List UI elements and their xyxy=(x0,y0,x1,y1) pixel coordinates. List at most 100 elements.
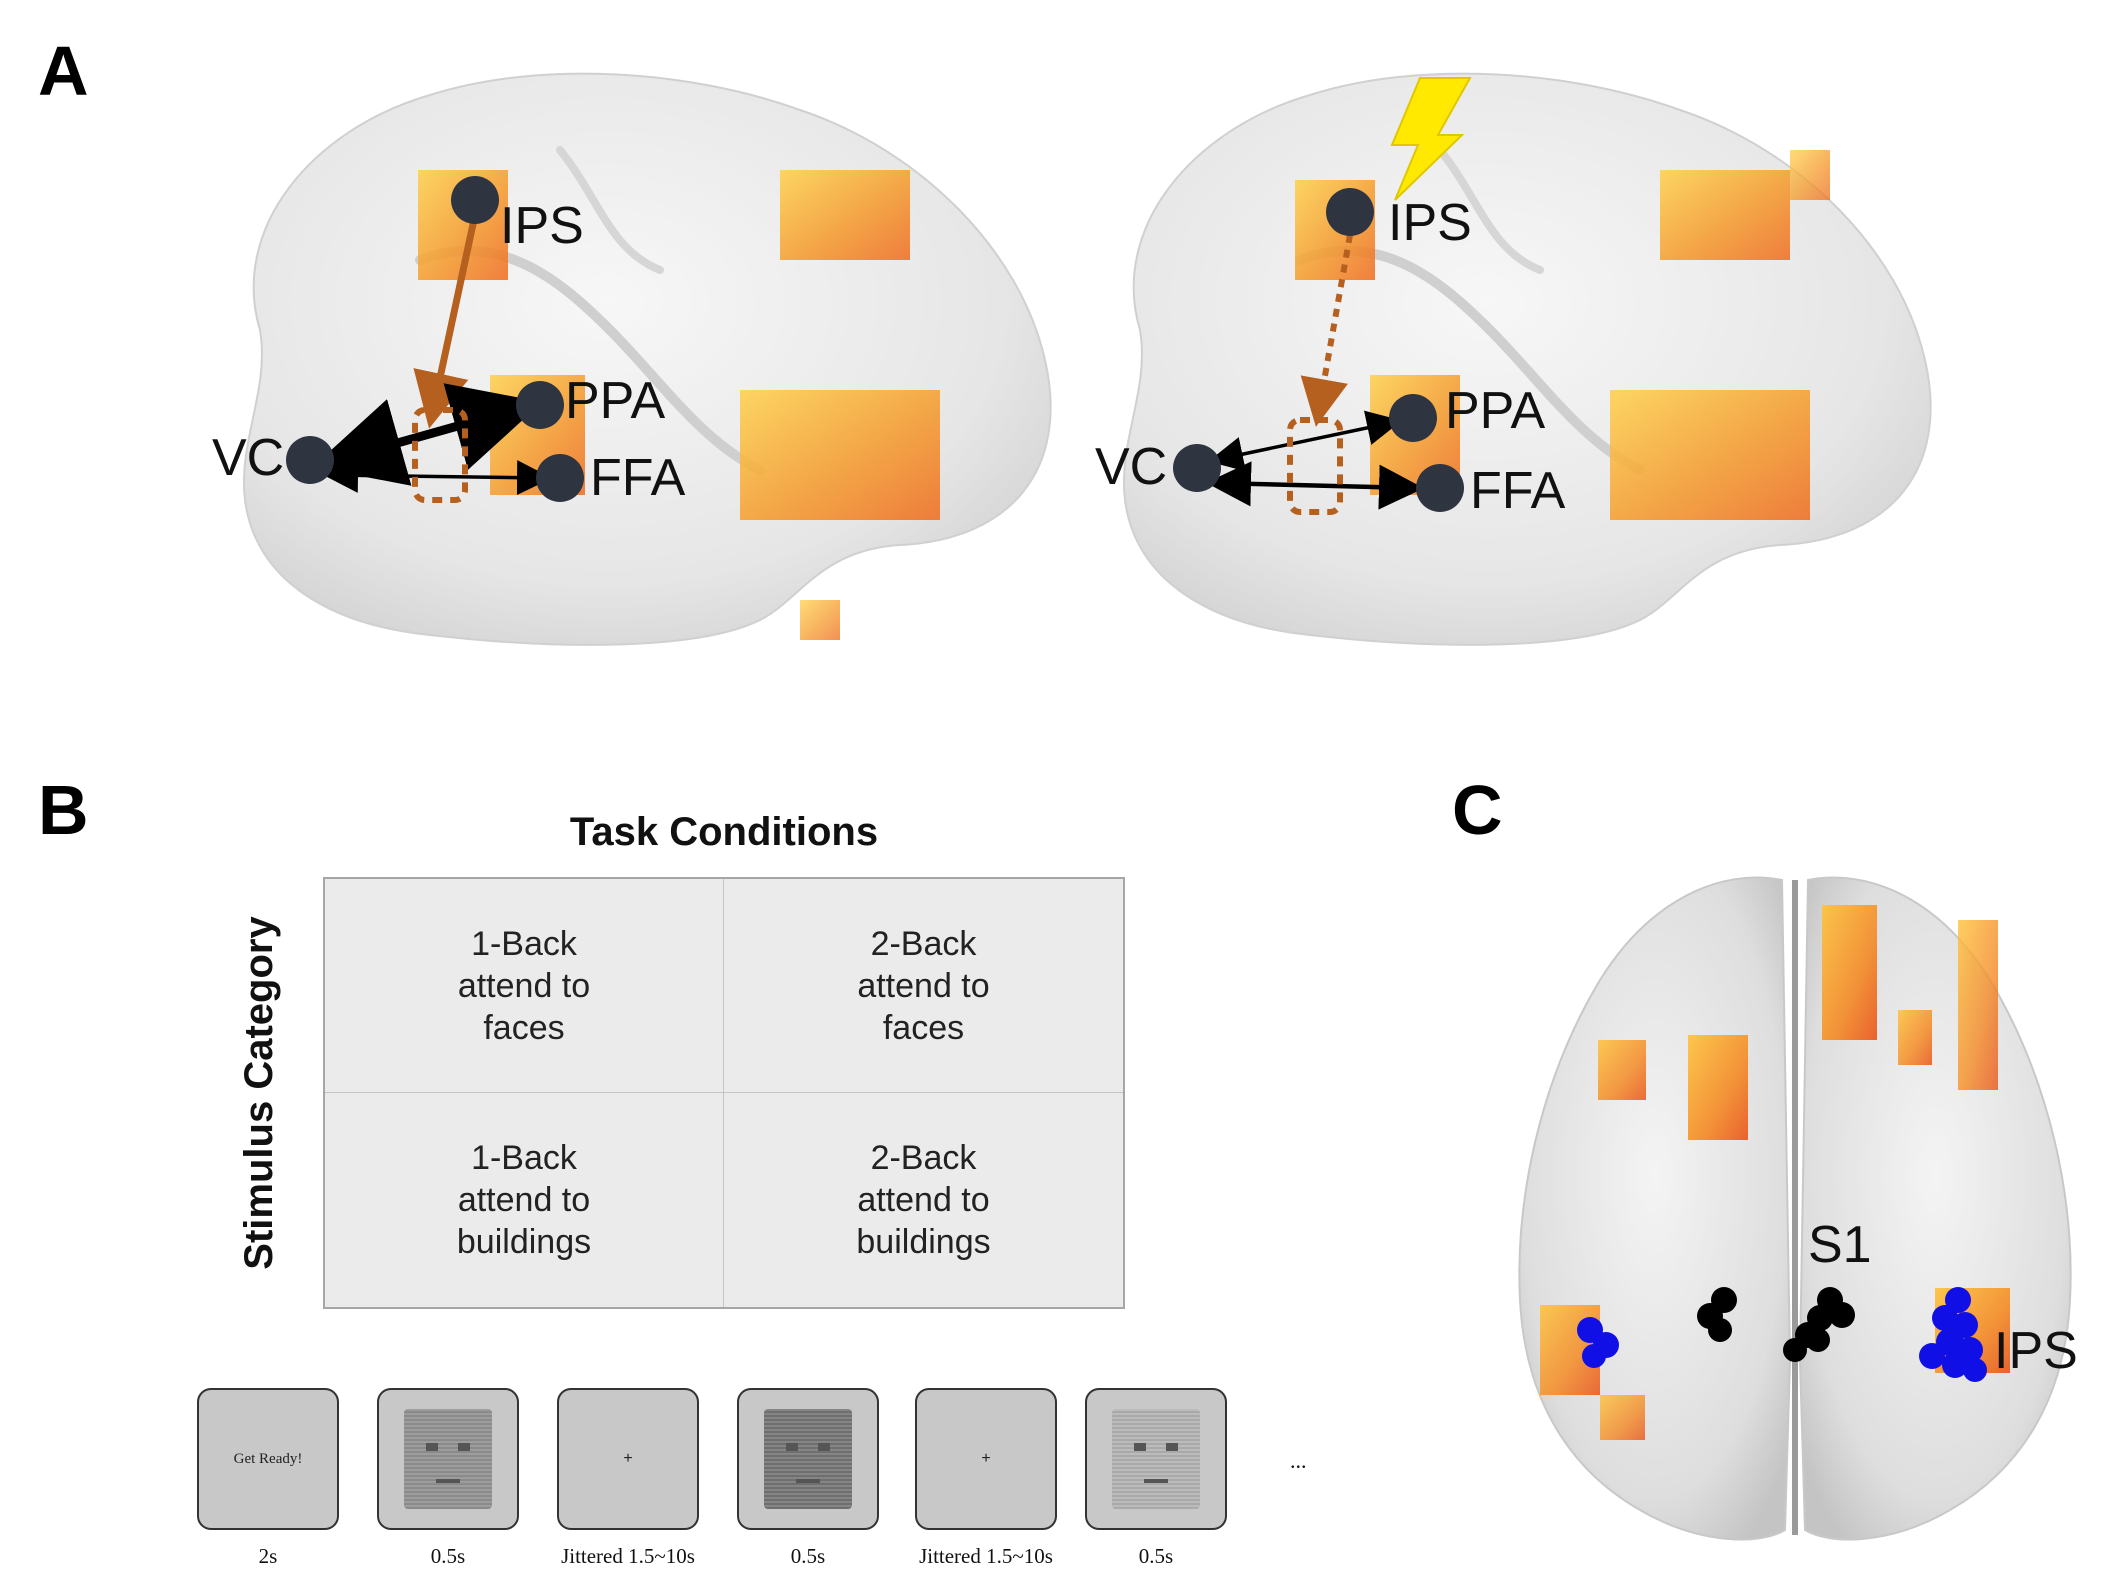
panel-a-brains: IPS PPA FFA VC I xyxy=(212,72,1932,646)
node-ppa xyxy=(516,381,564,429)
s1-dot xyxy=(1697,1303,1723,1329)
timing-label: 0.5s xyxy=(430,1544,466,1568)
label-ips: IPS xyxy=(1994,1322,2078,1380)
brain-left-sulcus xyxy=(556,146,664,274)
label-ips: IPS xyxy=(500,197,584,255)
vc-ffa-arrow xyxy=(323,457,552,496)
condition-cell-2back-buildings: 2-Back attend to buildings xyxy=(856,1139,991,1261)
ips-dot xyxy=(1582,1344,1606,1368)
modulation-target-box xyxy=(412,407,468,503)
node-ips xyxy=(1326,188,1374,236)
s1-dot xyxy=(1807,1305,1833,1331)
ips-dot xyxy=(1932,1305,1958,1331)
ips-dot xyxy=(1963,1358,1987,1382)
condition-cell-1back-buildings: 1-Back attend to buildings xyxy=(325,1093,724,1307)
frame-fixation-1: + xyxy=(557,1388,699,1530)
panel-letter-c: C xyxy=(1452,771,1503,849)
node-vc xyxy=(286,436,334,484)
s1-dot xyxy=(1817,1287,1843,1313)
stimulus-category-title: Stimulus Category xyxy=(237,916,281,1270)
s1-dot xyxy=(1829,1302,1855,1328)
s1-dot xyxy=(1783,1338,1807,1362)
activation-blob xyxy=(1660,170,1790,260)
modulation-target-box xyxy=(1287,417,1343,515)
activation-blob xyxy=(1598,1040,1646,1100)
ips-dot xyxy=(1942,1352,1968,1378)
activation-blob xyxy=(1688,1035,1748,1140)
activation-blob xyxy=(1610,390,1810,520)
activation-blob xyxy=(1790,150,1830,200)
modulation-arrow-ips xyxy=(413,214,479,429)
condition-grid: 1-Back attend to faces 2-Back attend to … xyxy=(323,877,1125,1309)
face-image xyxy=(764,1409,852,1509)
face-image xyxy=(1112,1409,1200,1509)
timing-label: Jittered 1.5~10s xyxy=(919,1544,1053,1568)
label-ffa: FFA xyxy=(590,449,686,507)
label-s1: S1 xyxy=(1808,1216,1872,1274)
label-vc: VC xyxy=(1095,438,1167,496)
face-image xyxy=(404,1409,492,1509)
brain-right-sulcus xyxy=(1436,146,1544,274)
ips-dot xyxy=(1919,1343,1945,1369)
get-ready-text: Get Ready! xyxy=(233,1450,303,1467)
panel-letter-b: B xyxy=(38,771,89,849)
sequence-ellipsis: ... xyxy=(1290,1448,1307,1473)
label-ppa: PPA xyxy=(1445,382,1546,440)
hemisphere-left xyxy=(1518,876,1792,1541)
ips-dot xyxy=(1952,1312,1978,1338)
panel-letter-a: A xyxy=(38,32,89,110)
task-conditions-title: Task Conditions xyxy=(569,810,879,854)
s1-dot xyxy=(1806,1328,1830,1352)
timing-label: 2s xyxy=(258,1544,278,1568)
activation-blob xyxy=(780,170,910,260)
brain-right: IPS PPA FFA VC xyxy=(1095,72,1932,646)
node-ips xyxy=(451,176,499,224)
hemisphere-right xyxy=(1798,876,2072,1541)
node-ffa xyxy=(536,454,584,502)
s1-dot xyxy=(1711,1287,1737,1313)
ips-dot xyxy=(1577,1317,1603,1343)
ips-dot xyxy=(1593,1332,1619,1358)
frame-fixation-2: + xyxy=(915,1388,1057,1530)
frame-face-2 xyxy=(737,1388,879,1530)
activation-blob xyxy=(740,390,940,520)
timing-label: Jittered 1.5~10s xyxy=(561,1544,695,1568)
activation-blob xyxy=(800,600,840,640)
activation-blob xyxy=(1935,1288,2010,1373)
activation-blob xyxy=(1600,1395,1645,1440)
vc-ppa-arrow xyxy=(1208,410,1402,472)
modulation-arrow-ips-dashed xyxy=(1300,234,1353,427)
fixation-cross: + xyxy=(623,1450,633,1467)
condition-cell-2back-faces: 2-Back attend to faces xyxy=(724,879,1123,1093)
frame-face-1 xyxy=(377,1388,519,1530)
s1-cluster xyxy=(1697,1287,1855,1362)
ips-dot xyxy=(1945,1287,1971,1313)
timing-label: 0.5s xyxy=(790,1544,826,1568)
brain-left-surface xyxy=(243,72,1052,646)
ips-dot xyxy=(1957,1337,1983,1363)
activation-blob xyxy=(1822,905,1877,1040)
brain-left: IPS PPA FFA VC xyxy=(212,72,1052,646)
activation-blob xyxy=(1898,1010,1932,1065)
ips-dot xyxy=(1936,1328,1964,1356)
s1-dot xyxy=(1795,1322,1821,1348)
vc-ppa-arrow xyxy=(312,383,543,486)
label-ips: IPS xyxy=(1388,194,1472,252)
lightning-icon xyxy=(1390,77,1472,201)
fixation-cross: + xyxy=(981,1450,991,1467)
condition-cell-1back-faces: 1-Back attend to faces xyxy=(325,879,724,1093)
frame-face-3 xyxy=(1085,1388,1227,1530)
label-ffa: FFA xyxy=(1470,462,1566,520)
label-ppa: PPA xyxy=(565,372,666,430)
frame-get-ready: Get Ready! xyxy=(197,1388,339,1530)
ips-cluster xyxy=(1577,1287,1987,1382)
label-vc: VC xyxy=(212,429,284,487)
activation-blob xyxy=(1958,920,1998,1090)
s1-dot xyxy=(1708,1318,1732,1342)
node-ffa xyxy=(1416,464,1464,512)
timing-label: 0.5s xyxy=(1138,1544,1174,1568)
vc-ffa-arrow xyxy=(1206,461,1424,510)
node-vc xyxy=(1173,444,1221,492)
activation-blob xyxy=(1540,1305,1600,1395)
